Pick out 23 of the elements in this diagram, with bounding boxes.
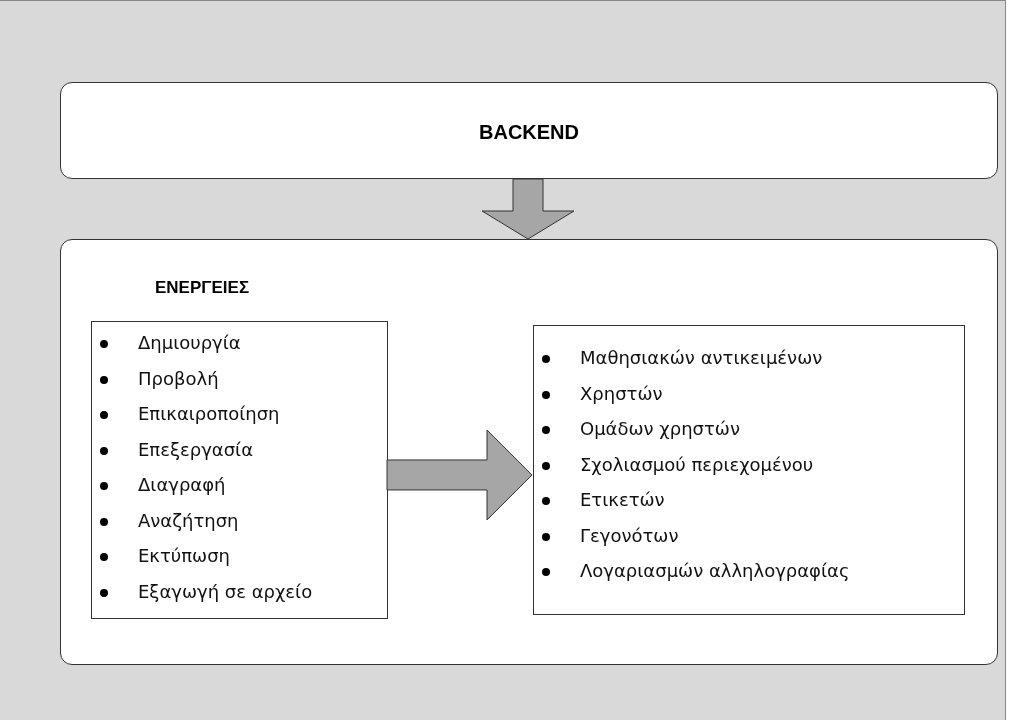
block-arrow	[481, 178, 575, 240]
list-box	[533, 325, 965, 615]
list-item: Μαθησιακών αντικειμένων	[580, 347, 823, 368]
title-text: BACKEND	[479, 120, 579, 143]
list-box	[91, 321, 388, 619]
actions-panel	[60, 239, 998, 665]
list-item: Διαγραφή	[138, 474, 226, 495]
list-item: Επεξεργασία	[138, 438, 253, 460]
list-item: Σχολιασμού περιεχομένου	[580, 453, 814, 475]
list-item: Εκτύπωση	[138, 545, 230, 566]
list-item: Αναζήτηση	[138, 509, 239, 531]
list-item: Γεγονότων	[580, 524, 679, 546]
list-item: Χρηστών	[580, 382, 663, 404]
list-item: Ετικετών	[580, 489, 665, 510]
list-item: Δημιουργία	[138, 332, 241, 353]
list-item: Επικαιροποίηση	[138, 403, 280, 424]
backend-box	[60, 82, 998, 179]
list-item: Ομάδων χρηστών	[580, 418, 740, 439]
list-item: Λογαριασμών αλληλογραφίας	[580, 560, 850, 581]
block-arrow	[386, 429, 533, 521]
list-item: Προβολή	[138, 367, 219, 389]
section-heading: ΕΝΕΡΓΕΙΕΣ	[155, 278, 250, 298]
list-item: Εξαγωγή σε αρχείο	[138, 580, 313, 602]
